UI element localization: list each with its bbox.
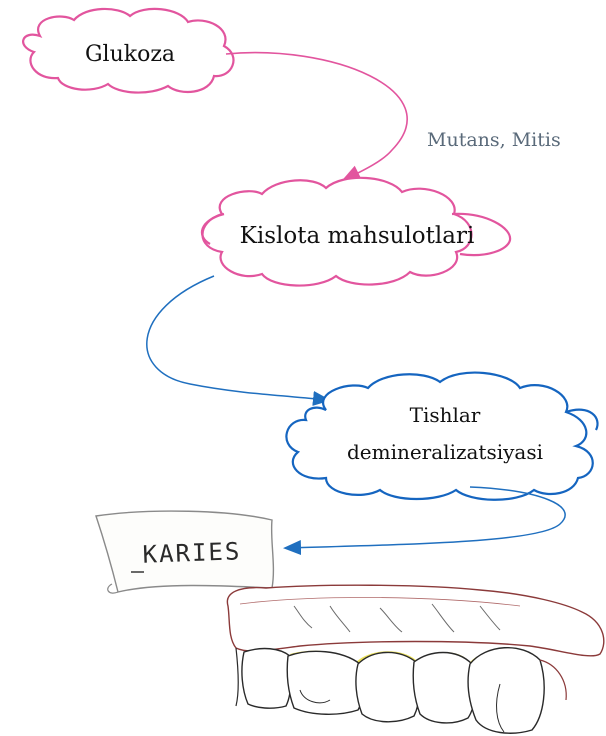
edge-label-mutans-mitis: Mutans, Mitis: [427, 129, 561, 151]
node-caries-label: KARIES: [142, 537, 242, 568]
teeth-illustration: [226, 584, 605, 734]
node-acid-products: Kislota mahsulotlari: [200, 176, 512, 287]
gum-stroke-2: [329, 605, 351, 633]
cloud-bump-demin-right: [565, 408, 599, 431]
gum-stroke-4: [431, 603, 455, 633]
caries-sign-curl: [107, 583, 119, 594]
cloud-bump-acid-left: [200, 212, 225, 245]
node-demineralization: Tishlar demineralizatsiyasi: [285, 371, 599, 501]
node-glucose: Glukoza: [22, 7, 235, 94]
node-demineralization-line1: Tishlar: [410, 403, 481, 427]
tooth-2: [286, 650, 365, 715]
gum-left-edge: [235, 647, 239, 707]
cloud-shape-acid-products: [201, 176, 473, 287]
gum-back-edge: [539, 659, 567, 701]
node-acid-products-label: Kislota mahsulotlari: [240, 223, 475, 249]
cloud-shape-glucose: [22, 7, 235, 94]
node-glucose-label: Glukoza: [85, 42, 175, 67]
tooth-3: [355, 651, 421, 723]
gum-stroke-5: [479, 605, 501, 631]
gum-outline: [226, 584, 605, 657]
tooth-5-detail: [496, 683, 505, 733]
node-caries: KARIES: [95, 510, 275, 594]
node-demineralization-line2: demineralizatsiyasi: [347, 440, 543, 464]
gum-stroke-1: [293, 605, 313, 629]
tooth-4: [412, 651, 477, 724]
cloud-bump-acid-right: [451, 212, 512, 257]
gum-inner-line: [239, 597, 521, 607]
tooth-2-detail: [299, 689, 331, 704]
cloud-shape-demineralization: [285, 371, 594, 501]
tooth-5: [467, 647, 545, 734]
edge-demin-to-caries: [283, 486, 566, 556]
tooth-1: [241, 647, 292, 709]
gum-stroke-3: [379, 607, 403, 633]
edge-acid-to-demin: [146, 275, 331, 406]
edge-glucose-to-acid: [225, 51, 408, 182]
